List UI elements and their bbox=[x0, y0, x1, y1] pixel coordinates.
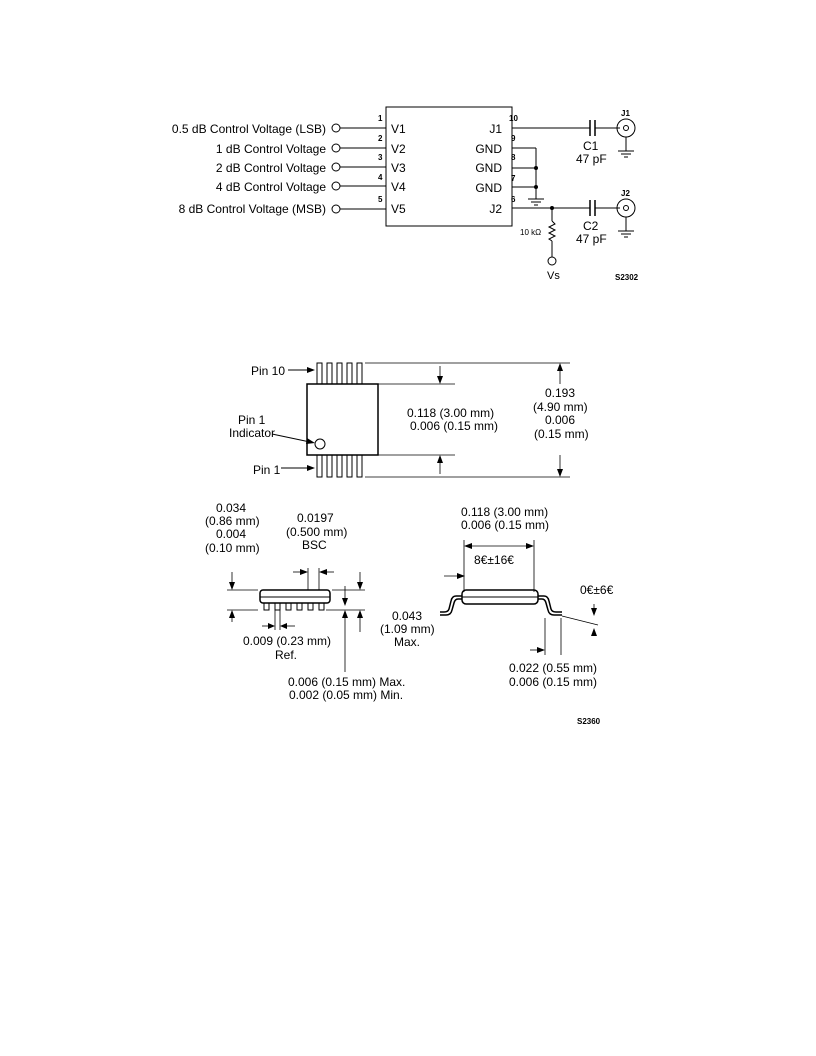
max-height-dim-3: Max. bbox=[394, 635, 420, 649]
total-width-dim-1: 0.193 bbox=[545, 386, 575, 400]
pin-name-gnd-8: GND bbox=[475, 161, 502, 175]
connector-j1 bbox=[616, 118, 636, 158]
height-dim-2: (0.86 mm) bbox=[205, 514, 260, 528]
pin-name-j2: J2 bbox=[489, 202, 502, 216]
pin-number-3: 3 bbox=[378, 153, 383, 162]
c1-name: C1 bbox=[583, 139, 599, 153]
front-body-outline bbox=[259, 589, 331, 611]
pin-number-5: 5 bbox=[378, 195, 383, 204]
pin-number-1: 1 bbox=[378, 114, 383, 123]
package-figure-code: S2360 bbox=[577, 717, 601, 726]
foot-dim-1: 0.022 (0.55 mm) bbox=[509, 661, 597, 675]
input-terminals bbox=[331, 123, 386, 214]
pin1-label: Pin 1 bbox=[253, 463, 281, 477]
standoff-dim-2: 0.002 (0.05 mm) Min. bbox=[289, 688, 403, 702]
circuit-schematic: 0.5 dB Control Voltage (LSB) 1 dB Contro… bbox=[172, 106, 639, 282]
body-width-dim-1: 0.118 (3.00 mm) bbox=[407, 406, 494, 420]
schematic-figure-code: S2302 bbox=[615, 273, 639, 282]
c1-value: 47 pF bbox=[576, 152, 607, 166]
total-width-dim-4: (0.15 mm) bbox=[534, 427, 589, 441]
pin-name-v4: V4 bbox=[391, 180, 406, 194]
pin-name-v3: V3 bbox=[391, 161, 406, 175]
height-dim-4: (0.10 mm) bbox=[205, 541, 260, 555]
angle-right-label: 0€±6€ bbox=[580, 583, 614, 597]
package-body bbox=[306, 383, 379, 456]
ground-symbol bbox=[528, 198, 544, 206]
leads-top-row bbox=[316, 362, 363, 385]
pin-number-4: 4 bbox=[378, 173, 383, 182]
height-dim-3: 0.004 bbox=[216, 527, 246, 541]
vs-label: Vs bbox=[547, 270, 560, 282]
c2-name: C2 bbox=[583, 219, 599, 233]
total-width-dim-2: (4.90 mm) bbox=[533, 400, 588, 414]
terminal-vs bbox=[547, 256, 557, 266]
height-dim-1: 0.034 bbox=[216, 501, 246, 515]
pitch-dim-2: (0.500 mm) bbox=[286, 525, 347, 539]
pin-name-v1: V1 bbox=[391, 122, 406, 136]
body-width-dim-2: 0.006 (0.15 mm) bbox=[410, 419, 498, 433]
c2-value: 47 pF bbox=[576, 232, 607, 246]
max-height-dim-2: (1.09 mm) bbox=[380, 622, 435, 636]
pin-number-6: 6 bbox=[511, 195, 516, 204]
pin1-indicator-label-2: Indicator bbox=[229, 426, 275, 440]
pitch-dim-1: 0.0197 bbox=[297, 511, 334, 525]
j2-label: J2 bbox=[621, 189, 630, 198]
pitch-dim-3: BSC bbox=[302, 538, 327, 552]
terminal-v1 bbox=[331, 123, 341, 133]
control-label-v2: 1 dB Control Voltage bbox=[216, 142, 326, 156]
pin-number-7: 7 bbox=[511, 174, 516, 183]
total-width-dim-3: 0.006 bbox=[545, 413, 575, 427]
output-wiring bbox=[512, 120, 620, 266]
pin-name-v2: V2 bbox=[391, 142, 406, 156]
package-side-view: 0.118 (3.00 mm) 0.006 (0.15 mm) 8€±16€ 0… bbox=[440, 505, 614, 726]
pin-name-j1: J1 bbox=[489, 122, 502, 136]
connector-j2 bbox=[616, 198, 636, 238]
pin-name-gnd-7: GND bbox=[475, 181, 502, 195]
side-body-outline bbox=[440, 589, 562, 616]
lead-width-dim-1: 0.009 (0.23 mm) bbox=[243, 634, 331, 648]
pin-number-10: 10 bbox=[509, 114, 518, 123]
pin1-indicator-dot bbox=[314, 438, 326, 450]
pin-name-gnd-9: GND bbox=[475, 142, 502, 156]
control-label-v4: 4 dB Control Voltage bbox=[216, 180, 326, 194]
foot-dim-2: 0.006 (0.15 mm) bbox=[509, 675, 597, 689]
pin10-label: Pin 10 bbox=[251, 364, 285, 378]
package-front-view: 0.034 (0.86 mm) 0.004 (0.10 mm) 0.0197 (… bbox=[205, 501, 435, 702]
side-length-dim-1: 0.118 (3.00 mm) bbox=[461, 505, 548, 519]
terminal-v2 bbox=[331, 143, 341, 153]
resistor-value: 10 kΩ bbox=[520, 228, 541, 237]
max-height-dim-1: 0.043 bbox=[392, 609, 422, 623]
control-label-v5: 8 dB Control Voltage (MSB) bbox=[179, 202, 326, 216]
j1-label: J1 bbox=[621, 109, 630, 118]
terminal-v4 bbox=[331, 181, 341, 191]
side-length-dim-2: 0.006 (0.15 mm) bbox=[461, 518, 549, 532]
standoff-dim-1: 0.006 (0.15 mm) Max. bbox=[288, 675, 405, 689]
angle-top-label: 8€±16€ bbox=[474, 553, 514, 567]
leads-bottom-row bbox=[316, 454, 363, 478]
control-label-v3: 2 dB Control Voltage bbox=[216, 161, 326, 175]
pin-number-9: 9 bbox=[511, 134, 516, 143]
pin-number-2: 2 bbox=[378, 134, 383, 143]
control-label-v1: 0.5 dB Control Voltage (LSB) bbox=[172, 122, 326, 136]
lead-width-dim-2: Ref. bbox=[275, 648, 297, 662]
resistor-10k bbox=[547, 220, 557, 242]
pin-name-v5: V5 bbox=[391, 202, 406, 216]
terminal-v5 bbox=[331, 204, 341, 214]
package-top-view: Pin 10 Pin 1 Indicator Pin 1 0.118 (3.00… bbox=[229, 362, 589, 478]
pin1-indicator-label-1: Pin 1 bbox=[238, 413, 266, 427]
terminal-v3 bbox=[331, 162, 341, 172]
pin-number-8: 8 bbox=[511, 153, 516, 162]
